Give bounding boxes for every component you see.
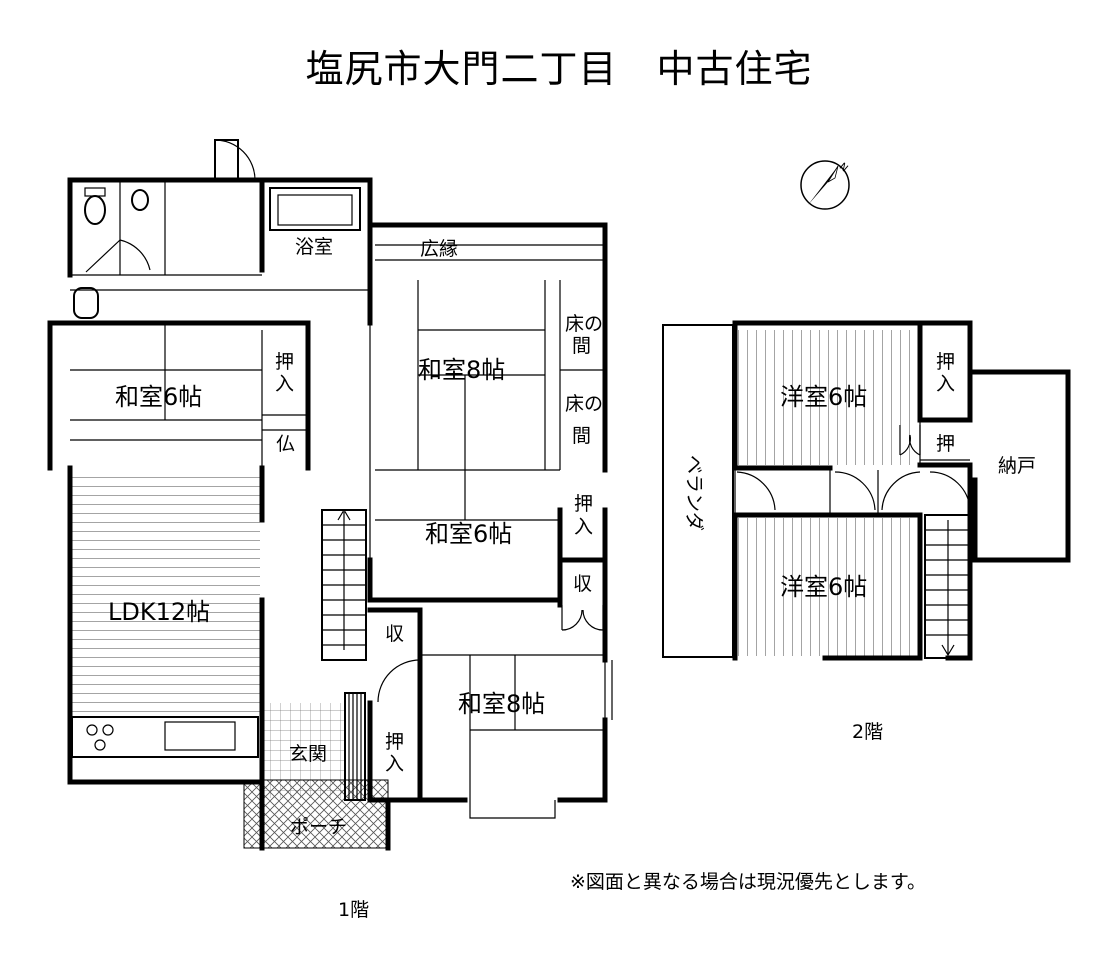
oshiire-1a: 押 <box>275 351 294 373</box>
oshiire-f2b: 入 <box>936 373 955 395</box>
oshi-f2: 押 <box>936 433 955 455</box>
room-genkan: 玄関 <box>289 743 327 765</box>
room-hiroen: 広縁 <box>420 238 458 260</box>
kitchen-counter <box>71 716 259 758</box>
compass-label: N <box>837 161 850 174</box>
kitchen-sink-icon <box>164 721 236 751</box>
room-bath: 浴室 <box>295 236 333 258</box>
north-compass-icon: N <box>800 160 850 210</box>
stairs-floor2 <box>924 514 971 659</box>
toilet-icon-2 <box>131 189 149 211</box>
room-nando: 納戸 <box>998 455 1036 477</box>
toko-no-ma-1a: 床の <box>565 313 603 335</box>
floor2-label: 2階 <box>852 721 883 743</box>
oshiire-1b: 入 <box>275 373 294 395</box>
oshiire-2b: 入 <box>574 516 593 538</box>
toko-no-ma-2a: 床の <box>565 393 603 415</box>
stove-icon <box>86 724 98 736</box>
floor1-label: 1階 <box>338 899 369 921</box>
room-washitsu8-north: 和室8帖 <box>418 356 505 384</box>
oshiire-3a: 押 <box>385 731 404 753</box>
room-yoshitsu-south: 洋室6帖 <box>780 573 867 601</box>
oshiire-f2a: 押 <box>936 351 955 373</box>
ldk-flooring <box>70 470 260 715</box>
room-washitsu6-center: 和室6帖 <box>425 520 512 548</box>
butsudan: 仏 <box>276 433 295 455</box>
shuno-1: 収 <box>573 573 592 595</box>
room-washitsu6-west: 和室6帖 <box>115 383 202 411</box>
floor2-plan <box>662 320 1071 661</box>
disclaimer-note: ※図面と異なる場合は現況優先とします。 <box>570 871 926 893</box>
sink-icon <box>73 287 99 319</box>
bathtub-icon <box>269 187 361 231</box>
yoshitsu-south-flooring <box>738 518 918 656</box>
shuno-2: 収 <box>385 623 404 645</box>
toko-no-ma-1b: 間 <box>572 335 591 357</box>
oshiire-3b: 入 <box>385 753 404 775</box>
veranda <box>662 324 734 658</box>
room-veranda: ベランダ <box>683 455 705 531</box>
toko-no-ma-2b: 間 <box>572 425 591 447</box>
oshiire-2a: 押 <box>574 493 593 515</box>
toilet-icon <box>84 195 106 225</box>
floor1-plan <box>47 139 613 851</box>
room-yoshitsu-north: 洋室6帖 <box>780 383 867 411</box>
room-washitsu8-south: 和室8帖 <box>458 690 545 718</box>
yoshitsu-north-flooring <box>738 330 918 465</box>
page-title: 塩尻市大門二丁目 中古住宅 <box>305 47 813 91</box>
room-ldk: LDK12帖 <box>108 598 210 626</box>
room-porch: ポーチ <box>290 816 347 838</box>
